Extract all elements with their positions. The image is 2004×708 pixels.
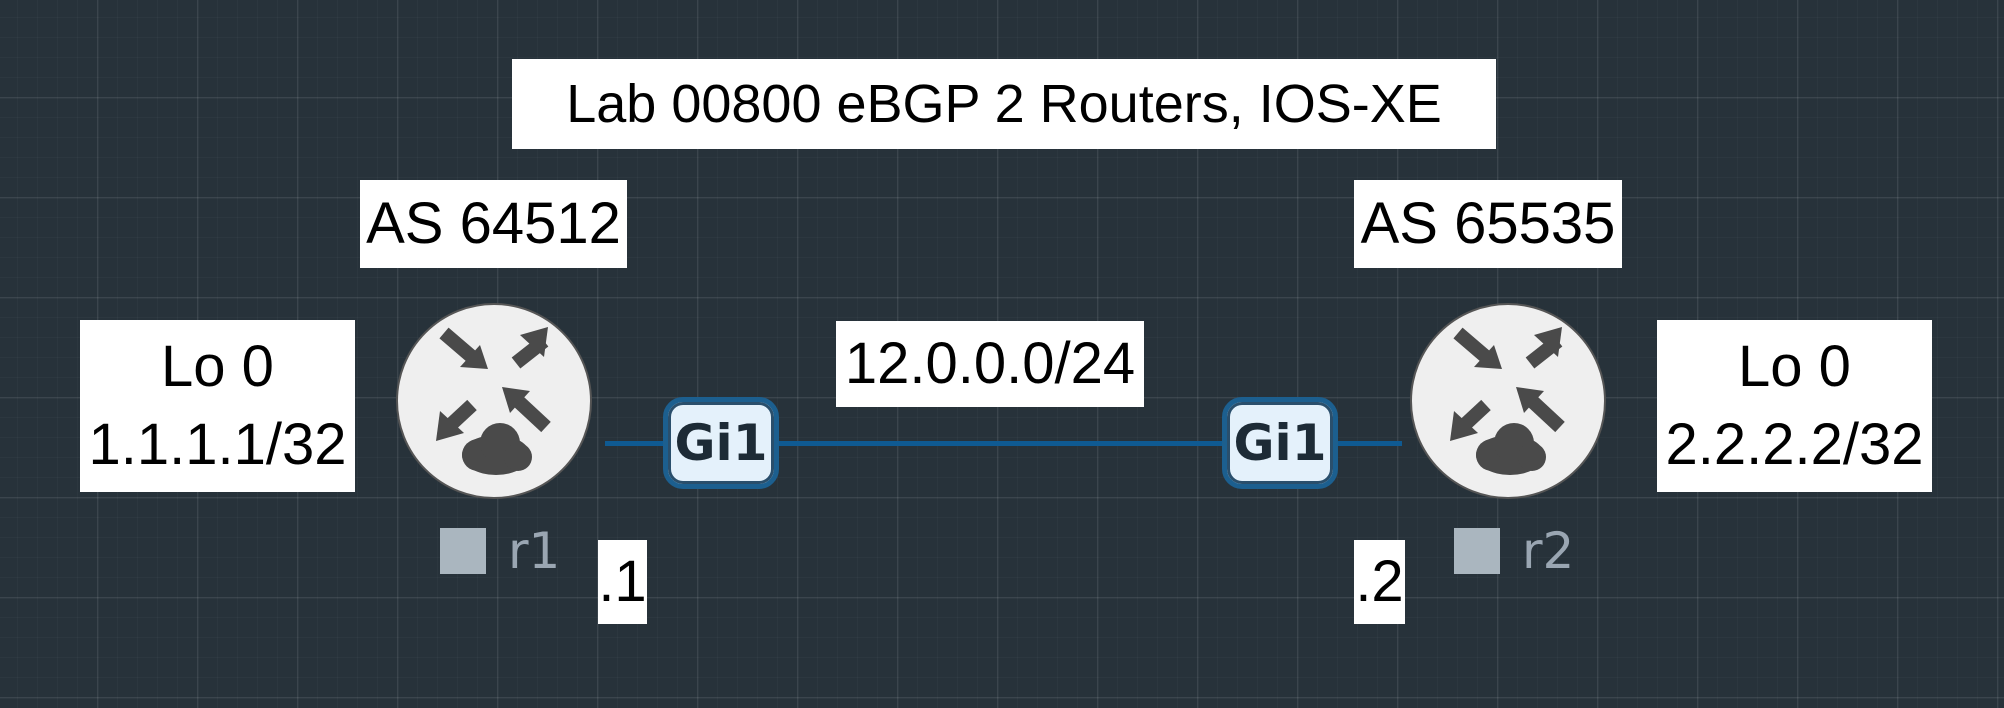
router-icon [436, 327, 551, 475]
router-r1[interactable] [396, 303, 592, 499]
r1-host-address: .1 [598, 540, 647, 624]
lab-title: Lab 00800 eBGP 2 Routers, IOS-XE [512, 59, 1496, 149]
r1-as-label: AS 64512 [360, 180, 627, 268]
r2-loopback-address: 2.2.2.2/32 [1665, 412, 1924, 477]
r1-loopback-address: 1.1.1.1/32 [88, 412, 347, 477]
r2-loopback-name: Lo 0 [1738, 334, 1851, 399]
r1-loopback-label: Lo 0 1.1.1.1/32 [80, 320, 355, 492]
r1-interface-gi1[interactable]: Gi1 [663, 397, 779, 489]
link-r1-r2[interactable] [605, 441, 1402, 446]
r2-interface-gi1[interactable]: Gi1 [1222, 397, 1338, 489]
link-subnet-label: 12.0.0.0/24 [836, 321, 1144, 407]
r1-node-tag[interactable]: r1 [440, 522, 560, 580]
r2-loopback-label: Lo 0 2.2.2.2/32 [1657, 320, 1932, 492]
r1-loopback-name: Lo 0 [161, 334, 274, 399]
node-status-icon [440, 528, 486, 574]
router-icon [1450, 327, 1565, 475]
r2-node-name: r2 [1522, 522, 1575, 580]
router-r2[interactable] [1410, 303, 1606, 499]
r2-node-tag[interactable]: r2 [1454, 522, 1574, 580]
node-status-icon [1454, 528, 1500, 574]
r2-as-label: AS 65535 [1354, 180, 1622, 268]
r1-node-name: r1 [508, 522, 561, 580]
r2-host-address: .2 [1354, 540, 1405, 624]
